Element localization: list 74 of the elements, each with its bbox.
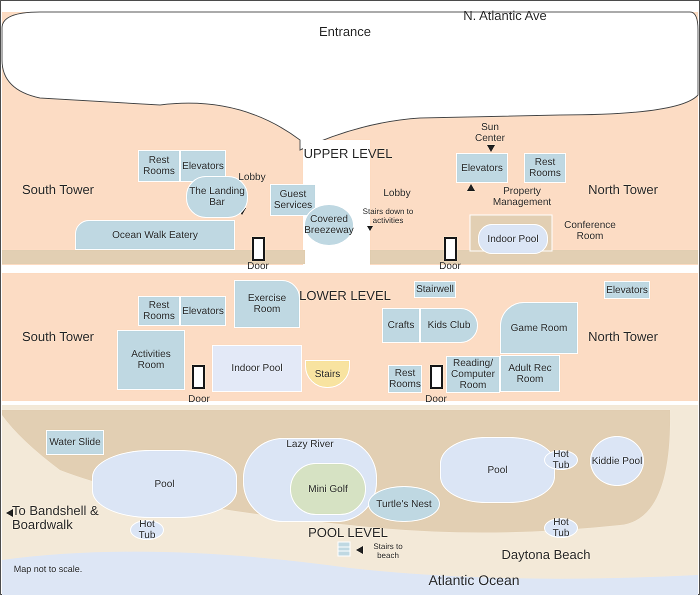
room-label: Guest Services bbox=[272, 189, 314, 211]
door-label: Door bbox=[247, 261, 269, 272]
room-label: Water Slide bbox=[49, 437, 101, 448]
room-label: Conference Room bbox=[563, 220, 617, 242]
room-label: Lazy River bbox=[286, 439, 334, 450]
room-label: Pool bbox=[487, 464, 508, 476]
room-label: Stairwell bbox=[416, 284, 454, 295]
room-label: Elevators bbox=[606, 284, 648, 296]
room-area bbox=[180, 296, 226, 326]
room-area bbox=[234, 280, 300, 328]
room-label: Kids Club bbox=[428, 320, 470, 331]
room-area bbox=[117, 330, 185, 390]
room-area bbox=[500, 302, 578, 354]
tower-label: North Tower bbox=[588, 183, 658, 198]
area-label: Lobby bbox=[238, 172, 266, 183]
room-label: Reading/ Computer Room bbox=[450, 358, 496, 391]
note-label: Stairs to beach bbox=[372, 543, 404, 561]
room-label: Exercise Room bbox=[246, 293, 288, 315]
level-title: LOWER LEVEL bbox=[299, 289, 391, 304]
room-area bbox=[604, 281, 650, 299]
pool-shape bbox=[478, 224, 548, 254]
tower-label: South Tower bbox=[22, 183, 94, 198]
room-label: Activities Room bbox=[130, 349, 172, 371]
room-label: Kiddie Pool bbox=[592, 456, 642, 466]
level-title: UPPER LEVEL bbox=[304, 147, 392, 162]
level-title: POOL LEVEL bbox=[308, 526, 388, 540]
pool-shape bbox=[212, 345, 302, 392]
beach-label: Daytona Beach bbox=[502, 548, 590, 562]
room-label: Adult Rec Room bbox=[507, 362, 553, 384]
area-label: Sun Center bbox=[474, 122, 506, 144]
room-label: Turtle's Nest bbox=[376, 498, 432, 510]
note-label: Map not to scale. bbox=[14, 565, 82, 575]
room-label: Mini Golf bbox=[308, 484, 348, 494]
golf-area bbox=[290, 463, 366, 515]
ocean-label: Atlantic Ocean bbox=[428, 573, 520, 588]
door-label: Door bbox=[439, 261, 461, 272]
entrance-label: Entrance bbox=[318, 25, 372, 40]
room-label: Crafts bbox=[388, 320, 414, 331]
room-label: Stairs bbox=[314, 368, 340, 380]
tower-label: North Tower bbox=[588, 330, 658, 344]
room-label: The Landing Bar bbox=[188, 186, 246, 208]
street-label: N. Atlantic Ave bbox=[463, 9, 547, 24]
room-label: Hot Tub bbox=[138, 519, 156, 541]
area-label: Lobby bbox=[383, 188, 411, 199]
room-label: Hot Tub bbox=[552, 517, 570, 539]
area-label: Property Management bbox=[492, 186, 552, 208]
door-label: Door bbox=[425, 394, 447, 405]
room-label: Covered Breezeway bbox=[304, 214, 354, 236]
room-label: Indoor Pool bbox=[231, 363, 283, 374]
room-label: Ocean Walk Eatery bbox=[112, 230, 198, 240]
room-label: Rest Rooms bbox=[528, 157, 562, 179]
room-label: Rest Rooms bbox=[142, 300, 176, 322]
room-label: Elevators bbox=[182, 160, 224, 172]
slide-area bbox=[46, 430, 104, 455]
room-label: Indoor Pool bbox=[487, 234, 539, 244]
room-label: Elevators bbox=[182, 306, 224, 316]
room-label: Rest Rooms bbox=[389, 368, 421, 390]
door-label: Door bbox=[188, 394, 210, 405]
room-label: Pool bbox=[154, 478, 174, 490]
room-label: Rest Rooms bbox=[142, 155, 176, 177]
room-area bbox=[138, 150, 180, 182]
tower-label: South Tower bbox=[22, 330, 94, 344]
room-label: Game Room bbox=[510, 322, 568, 334]
direction-label: To Bandshell & Boardwalk bbox=[12, 504, 100, 533]
room-area bbox=[414, 281, 456, 298]
note-label: Stairs down to activities bbox=[362, 208, 414, 226]
room-area bbox=[456, 153, 508, 183]
room-area bbox=[420, 308, 478, 343]
room-label: Elevators bbox=[461, 162, 503, 174]
room-label: Hot Tub bbox=[552, 449, 570, 471]
room-area bbox=[75, 220, 235, 250]
room-area bbox=[382, 308, 420, 343]
room-area bbox=[500, 355, 560, 392]
room-area bbox=[270, 184, 316, 216]
